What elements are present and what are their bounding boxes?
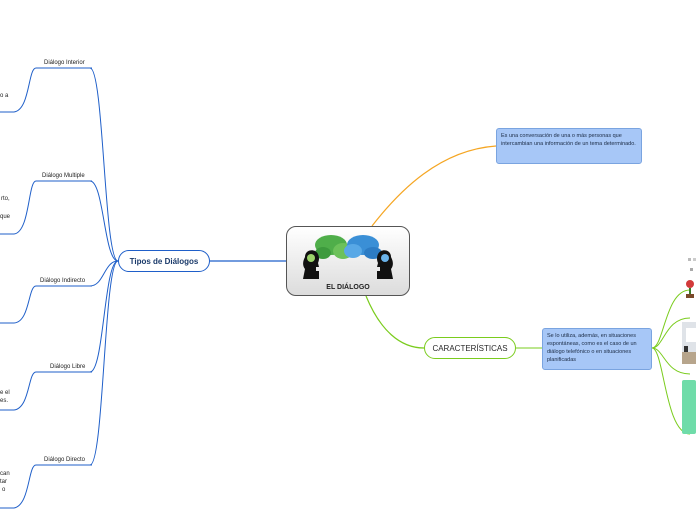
connector-indirecto (89, 260, 119, 287)
topic-caracteristicas[interactable]: CARACTERÍSTICAS (424, 337, 516, 359)
connector-caracteristicas (365, 295, 425, 349)
connector-thumb-2 (651, 317, 691, 349)
thumbnail-green-card[interactable] (682, 380, 696, 434)
subtopic-dialogo-multiple[interactable]: Diálogo Multiple (42, 173, 85, 179)
connector-leaf-1 (0, 67, 37, 113)
note-caracteristica[interactable]: Se lo utiliza, además, en situaciones es… (542, 328, 652, 370)
connector-thumb-3 (651, 347, 691, 375)
topic-tipos-de-dialogos[interactable]: Tipos de Diálogos (118, 250, 210, 272)
subtopic-dialogo-interior[interactable]: Diálogo Interior (44, 60, 85, 66)
leaf-fragment: rto, (1, 196, 10, 202)
subtopic-dialogo-libre[interactable]: Diálogo Libre (50, 364, 86, 370)
thumbnail-plant-image[interactable] (684, 256, 696, 302)
note-definicion[interactable]: Es una conversación de una o más persona… (496, 128, 642, 164)
connector-interior (89, 67, 119, 262)
connector-multiple (89, 180, 119, 262)
connector-leaf-4 (0, 371, 37, 411)
central-topic-title: EL DIÁLOGO (326, 284, 370, 291)
subtopic-dialogo-directo[interactable]: Diálogo Directo (44, 457, 86, 463)
subtopic-dialogo-indirecto[interactable]: Diálogo Indirecto (40, 278, 86, 284)
left-head-silhouette (303, 250, 319, 279)
leaf-fragment: e el (0, 390, 10, 396)
leaf-fragment: can (0, 471, 10, 477)
connector-thumb-1 (651, 289, 691, 349)
leaf-fragment: que (0, 214, 11, 220)
blue-speech-cloud (344, 235, 382, 259)
thumbnail-office-image[interactable] (682, 322, 696, 364)
leaf-fragment: es. (0, 398, 9, 404)
connector-leaf-5 (0, 464, 37, 509)
right-head-silhouette (377, 250, 393, 279)
dialogue-heads-image (303, 235, 393, 279)
connector-libre (89, 260, 119, 373)
leaf-fragment: tar (0, 479, 8, 485)
leaf-fragment: o (2, 487, 6, 493)
connector-definition (371, 145, 497, 227)
connector-leaf-2 (0, 180, 37, 235)
connector-leaf-3 (0, 285, 37, 324)
central-topic[interactable]: EL DIÁLOGO (286, 226, 410, 296)
connector-directo (89, 260, 119, 466)
leaf-fragment: o a (0, 93, 9, 99)
